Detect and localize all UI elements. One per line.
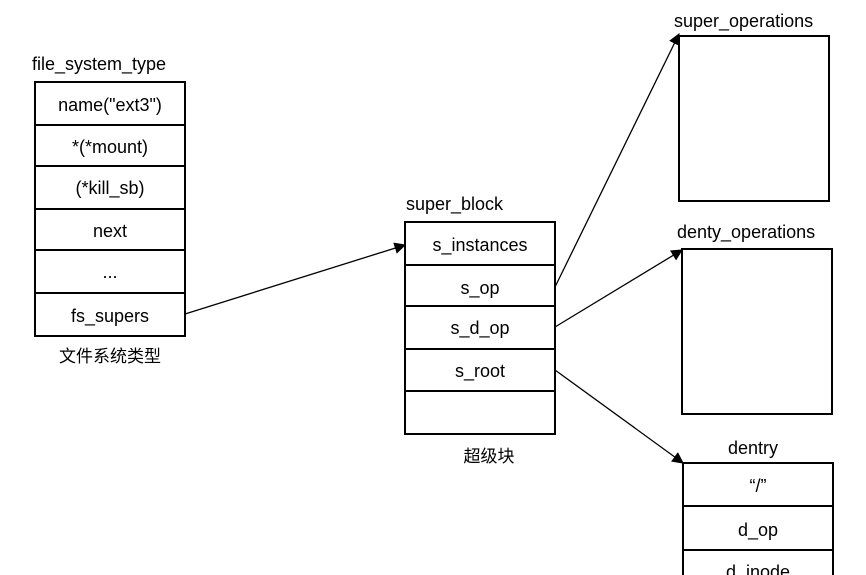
fst-field-mount: *(*mount): [72, 137, 148, 157]
sb-field-s-instances: s_instances: [432, 235, 527, 256]
dentry-title: dentry: [728, 438, 778, 458]
file-system-type-struct: file_system_type name("ext3") *(*mount) …: [32, 54, 186, 367]
super-operations-title: super_operations: [674, 11, 813, 32]
denty-operations-box: [681, 248, 833, 415]
denty-operations-title: denty_operations: [677, 222, 815, 243]
dentry-struct: dentry “/” d_op d_inode: [682, 438, 834, 575]
dentry-field-d-inode: d_inode: [726, 562, 790, 575]
arrow-s-d-op-to-denty-operations: [554, 249, 684, 328]
dentry-field-root: “/”: [750, 476, 767, 496]
super-block-struct: super_block s_instances s_op s_d_op s_ro…: [404, 194, 556, 467]
dentry-field-d-op: d_op: [738, 520, 778, 541]
super-operations-struct: super_operations: [674, 11, 830, 202]
dentry-box: [682, 462, 834, 575]
sb-field-s-d-op: s_d_op: [450, 318, 509, 339]
denty-operations-struct: denty_operations: [677, 222, 833, 415]
file-system-type-title: file_system_type: [32, 54, 166, 75]
super-block-title: super_block: [406, 194, 504, 215]
arrow-s-op-to-super-operations: [554, 32, 680, 288]
fst-field-fs-supers: fs_supers: [71, 306, 149, 327]
arrow-fs-supers-to-super-block: [184, 242, 407, 315]
arrow-s-root-to-dentry: [554, 369, 684, 464]
file-system-type-caption: 文件系统类型: [59, 347, 161, 367]
sb-field-s-root: s_root: [455, 361, 505, 382]
sb-field-s-op: s_op: [460, 278, 499, 299]
super-block-box: [404, 221, 556, 435]
fst-field-kill-sb: (*kill_sb): [75, 178, 144, 199]
fst-field-ellipsis: ...: [102, 262, 117, 282]
fst-field-name: name("ext3"): [58, 95, 162, 115]
super-operations-box: [678, 35, 830, 202]
super-block-caption: 超级块: [464, 447, 515, 467]
fst-field-next: next: [93, 221, 127, 241]
